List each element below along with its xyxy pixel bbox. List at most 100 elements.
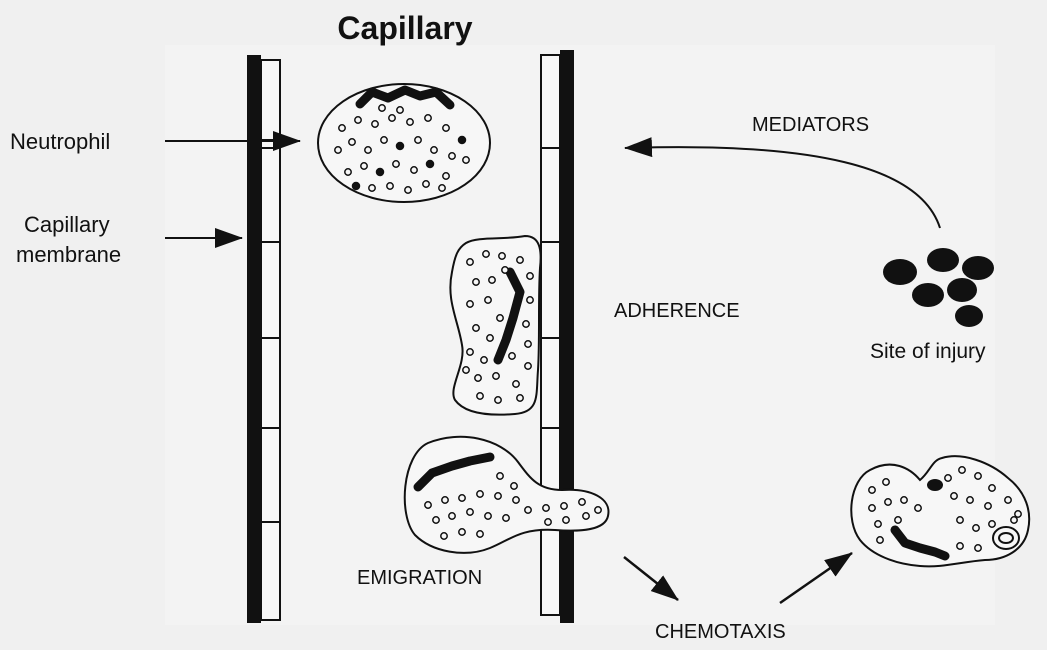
granule	[509, 353, 515, 359]
granule	[389, 115, 395, 121]
granule	[477, 531, 483, 537]
granule	[1011, 517, 1017, 523]
granule	[595, 507, 601, 513]
granule	[875, 521, 881, 527]
granule	[503, 515, 509, 521]
granule	[477, 491, 483, 497]
granule	[485, 297, 491, 303]
granule	[443, 173, 449, 179]
granule	[495, 493, 501, 499]
granule	[379, 105, 385, 111]
granule	[563, 517, 569, 523]
granule	[579, 499, 585, 505]
granule	[423, 181, 429, 187]
granule	[427, 161, 434, 168]
granule	[543, 505, 549, 511]
granule	[353, 183, 360, 190]
granule	[915, 505, 921, 511]
granule	[449, 153, 455, 159]
granule	[459, 137, 466, 144]
granule	[443, 125, 449, 131]
granule	[361, 163, 367, 169]
granule	[372, 121, 378, 127]
label-emigration: EMIGRATION	[357, 567, 482, 590]
neutrophil-cell-adhering	[450, 236, 540, 415]
granule	[463, 367, 469, 373]
granule	[405, 187, 411, 193]
granule	[583, 513, 589, 519]
granule	[517, 257, 523, 263]
granule	[487, 335, 493, 341]
granule	[1015, 511, 1021, 517]
granule	[407, 119, 413, 125]
granule	[967, 497, 973, 503]
label-mediators: MEDIATORS	[752, 114, 869, 137]
granule	[473, 325, 479, 331]
granule	[349, 139, 355, 145]
granule	[339, 125, 345, 131]
granule	[425, 115, 431, 121]
granule	[959, 467, 965, 473]
granule	[957, 543, 963, 549]
granule	[365, 147, 371, 153]
granule	[489, 277, 495, 283]
granule	[467, 259, 473, 265]
granule	[495, 397, 501, 403]
label-membrane-line1: Capillary	[24, 211, 110, 239]
granule	[525, 341, 531, 347]
capillary-wall-right	[541, 50, 574, 623]
granule	[511, 483, 517, 489]
diagram-title: Capillary	[0, 10, 810, 47]
label-site-of-injury: Site of injury	[870, 338, 986, 366]
granule	[377, 169, 384, 176]
neutrophil-cell-circulating	[318, 84, 490, 202]
granule	[473, 279, 479, 285]
granule	[483, 251, 489, 257]
granule	[459, 495, 465, 501]
label-neutrophil: Neutrophil	[10, 128, 110, 156]
granule	[431, 147, 437, 153]
granule	[502, 267, 508, 273]
granule	[442, 497, 448, 503]
granule	[895, 517, 901, 523]
granule	[525, 363, 531, 369]
granule	[523, 321, 529, 327]
granule	[527, 273, 533, 279]
granule	[869, 505, 875, 511]
granule	[369, 185, 375, 191]
granule	[883, 479, 889, 485]
granule	[561, 503, 567, 509]
granule	[951, 493, 957, 499]
label-adherence: ADHERENCE	[614, 300, 740, 323]
granule	[467, 349, 473, 355]
granule	[387, 183, 393, 189]
vacuole	[993, 527, 1019, 549]
label-chemotaxis: CHEMOTAXIS	[655, 621, 786, 644]
granule	[493, 373, 499, 379]
granule	[877, 537, 883, 543]
granule	[499, 253, 505, 259]
granule	[335, 147, 341, 153]
granule	[449, 513, 455, 519]
granule	[397, 107, 403, 113]
granule	[869, 487, 875, 493]
label-membrane-line2: membrane	[16, 241, 121, 269]
granule	[467, 301, 473, 307]
granule	[411, 167, 417, 173]
granule	[517, 395, 523, 401]
granule	[525, 507, 531, 513]
granule	[355, 117, 361, 123]
granule	[973, 525, 979, 531]
granule	[957, 517, 963, 523]
granule	[441, 533, 447, 539]
granule	[475, 375, 481, 381]
granule	[513, 497, 519, 503]
granule	[527, 297, 533, 303]
granule	[433, 517, 439, 523]
ingested-particle	[927, 479, 943, 491]
granule	[463, 157, 469, 163]
granule	[477, 393, 483, 399]
granule	[481, 357, 487, 363]
granule	[497, 473, 503, 479]
neutrophil-cell-chemotaxis	[851, 456, 1029, 566]
